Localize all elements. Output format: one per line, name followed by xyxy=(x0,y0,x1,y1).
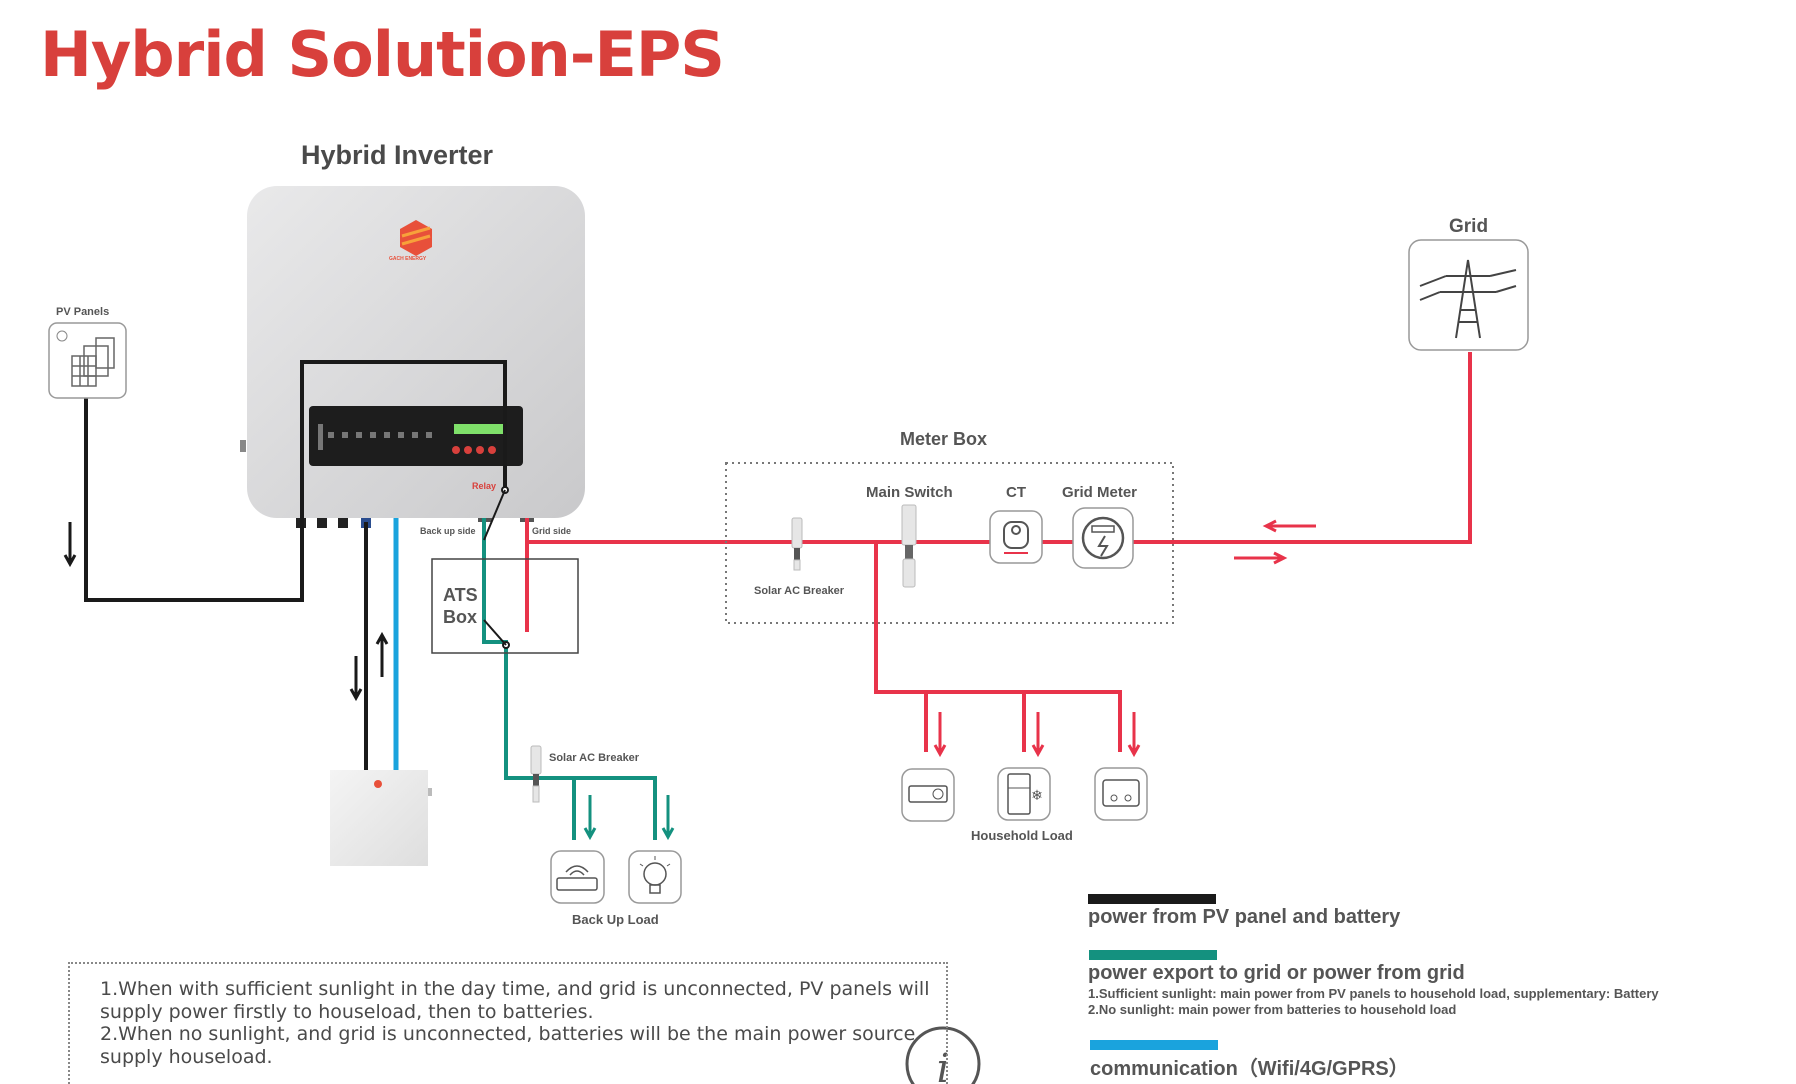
inverter-logo-icon xyxy=(400,220,432,256)
wifi-router-icon xyxy=(550,850,605,904)
legend-swatch-comm xyxy=(1090,1040,1218,1050)
pv-panels-label: PV Panels xyxy=(56,306,110,318)
current-transformer-icon xyxy=(989,510,1043,564)
ct-label: CT xyxy=(1006,484,1026,501)
meter-box-label: Meter Box xyxy=(900,429,988,449)
legend-title-comm: communication（Wifi/4G/GPRS） xyxy=(1090,1058,1409,1080)
grid-side-label: Grid side xyxy=(532,526,572,536)
pv-battery-wiring xyxy=(84,360,507,770)
note-line: supply power firstly to houseload, then … xyxy=(100,1001,594,1023)
meter-box-frame xyxy=(725,462,1174,624)
pv-direction-arrows xyxy=(63,522,389,702)
back-up-load-label: Back Up Load xyxy=(572,912,659,927)
solar-panel-icon xyxy=(48,322,127,399)
backup-direction-arrows xyxy=(583,795,675,841)
solar-ac-breaker-meter-label: Solar AC Breaker xyxy=(754,585,845,597)
inverter-connectors xyxy=(296,518,534,528)
light-bulb-icon xyxy=(628,850,682,904)
backup-load-wiring xyxy=(482,518,657,840)
legend-sub-grid-1: 1.Sufficient sunlight: main power from P… xyxy=(1088,986,1659,1001)
battery xyxy=(330,770,432,866)
legend-sub-grid-2: 2.No sunlight: main power from batteries… xyxy=(1088,1002,1457,1017)
relay-label: Relay xyxy=(472,481,497,491)
hybrid-inverter-label: Hybrid Inverter xyxy=(301,140,494,170)
air-conditioner-icon xyxy=(901,768,955,822)
refrigerator-icon: ❄ xyxy=(997,767,1051,821)
household-load-label: Household Load xyxy=(971,828,1073,843)
game-console-icon xyxy=(1094,767,1148,821)
grid-label: Grid xyxy=(1449,216,1489,237)
note-line: 1.When with sufficient sunlight in the d… xyxy=(100,978,930,1000)
grid-meter-icon xyxy=(1072,507,1134,569)
inverter-display-panel xyxy=(309,406,523,466)
main-switch xyxy=(901,504,917,588)
ats-box-label-line1: ATS xyxy=(443,585,478,605)
ats-box-label-line2: Box xyxy=(443,607,478,627)
grid-meter-label: Grid Meter xyxy=(1062,484,1138,501)
inverter-brand-label: GACH ENERGY xyxy=(389,256,427,262)
legend-title-grid: power export to grid or power from grid xyxy=(1088,962,1465,984)
grid-direction-arrows xyxy=(933,519,1316,758)
note-line: supply houseload. xyxy=(100,1046,273,1068)
svg-text:❄: ❄ xyxy=(1031,788,1043,804)
legend-title-pv: power from PV panel and battery xyxy=(1088,906,1401,928)
solar-ac-breaker-meter xyxy=(791,517,803,571)
notes-box: 1.When with sufficient sunlight in the d… xyxy=(68,962,948,1084)
note-line: 2.When no sunlight, and grid is unconnec… xyxy=(100,1023,916,1045)
hybrid-inverter xyxy=(240,186,585,528)
page-title: Hybrid Solution-EPS xyxy=(40,18,725,91)
relay-contacts xyxy=(483,486,510,649)
transmission-tower-icon xyxy=(1408,239,1529,351)
ats-box xyxy=(431,558,579,654)
main-switch-label: Main Switch xyxy=(866,484,953,501)
solar-ac-breaker-backup-label: Solar AC Breaker xyxy=(549,752,640,764)
legend-swatch-grid xyxy=(1089,950,1217,960)
solar-ac-breaker-backup xyxy=(530,745,542,803)
back-up-side-label: Back up side xyxy=(420,526,476,536)
legend-swatch-pv xyxy=(1088,894,1216,904)
